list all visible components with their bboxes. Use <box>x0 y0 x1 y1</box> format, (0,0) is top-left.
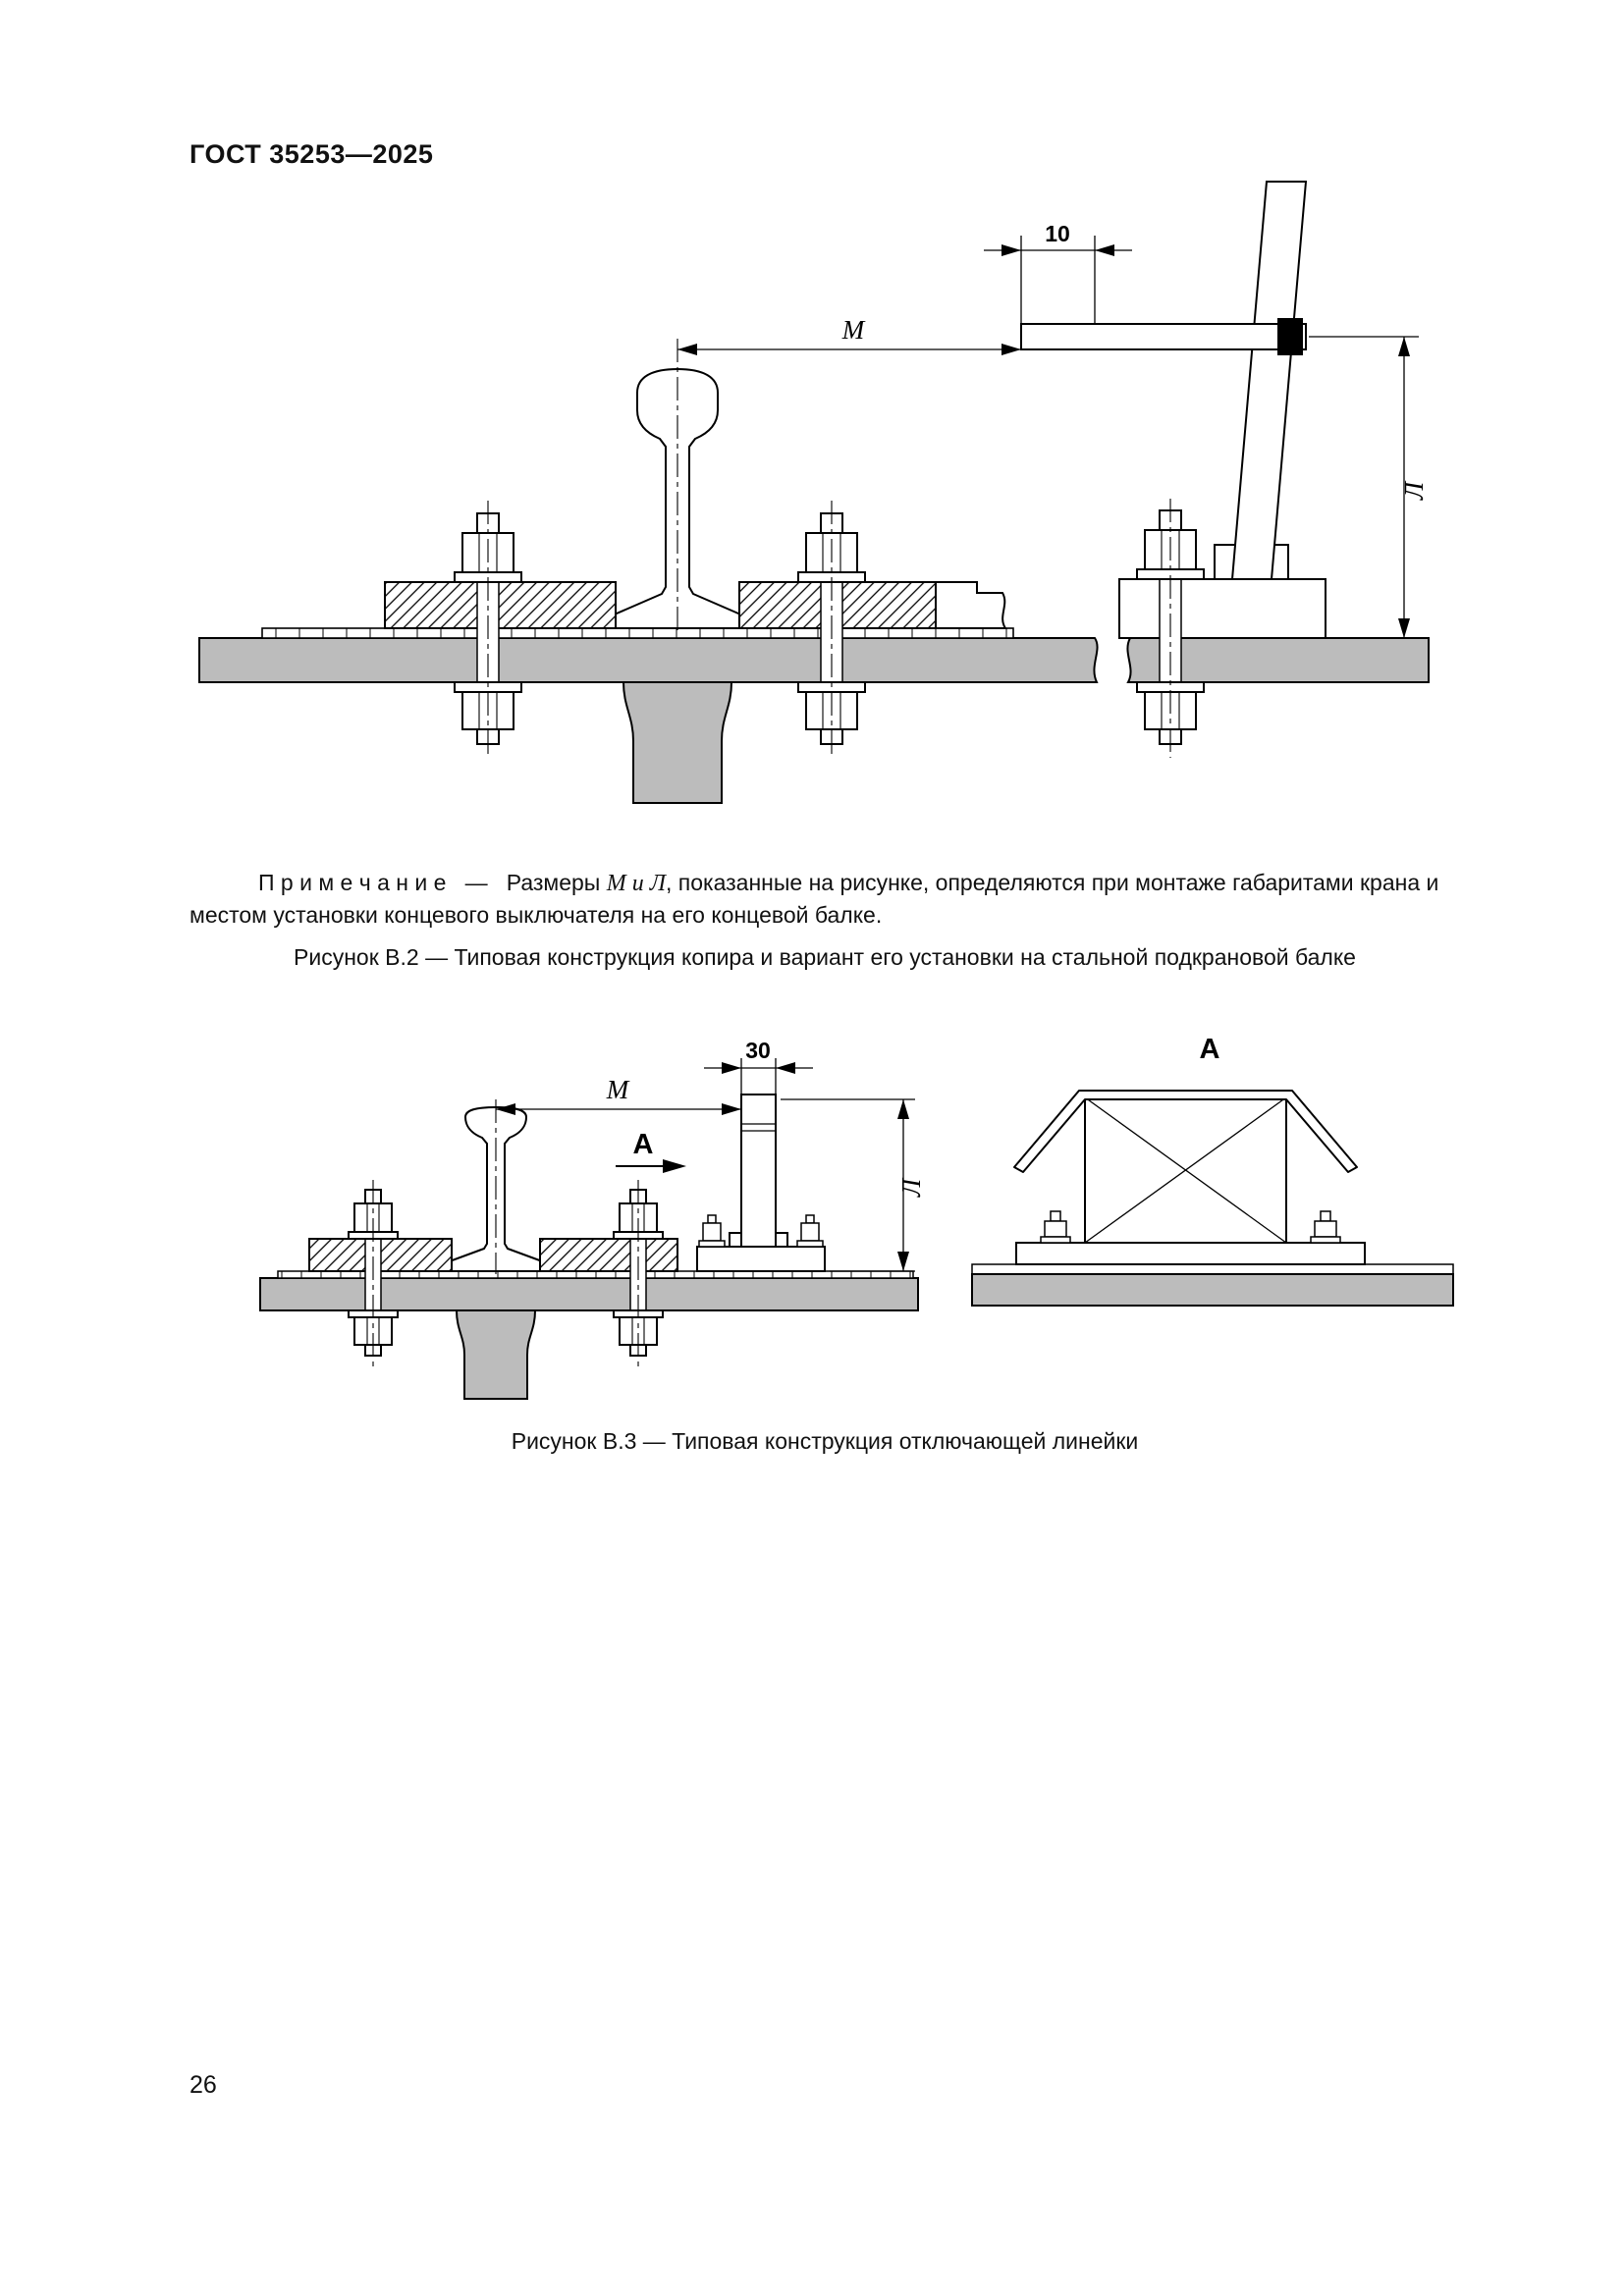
dim-label-30: 30 <box>745 1038 771 1063</box>
dimension-m-2: М <box>496 1075 741 1115</box>
dim-label-10: 10 <box>1045 221 1070 246</box>
cam-bracket <box>1020 181 1326 639</box>
beam-web-2 <box>455 1309 537 1400</box>
view-a-base-plate <box>1015 1242 1366 1265</box>
figure-b3-drawing: 30 М А Л А <box>259 1034 1454 1400</box>
view-arrow-label: А <box>633 1129 654 1160</box>
view-a-beam <box>971 1273 1454 1307</box>
bolt-assembly-2-left <box>348 1180 399 1366</box>
bolt-assembly-2-right <box>613 1180 664 1366</box>
cam-arm-bolt <box>1277 318 1303 355</box>
view-a-title: А <box>1200 1034 1220 1065</box>
dim-label-l-2: Л <box>896 1177 926 1198</box>
dimension-m: М <box>677 315 1021 355</box>
beam-web <box>622 681 733 804</box>
dim-label-l: Л <box>1399 480 1429 501</box>
bolt-assembly-middle <box>797 501 866 758</box>
dim-label-m-2: М <box>606 1075 630 1104</box>
sole-plate <box>261 627 1014 639</box>
view-a-ruler-plate <box>1013 1090 1358 1173</box>
note-text: П р и м е ч а н и е — Размеры М и Л, пок… <box>189 870 1439 929</box>
view-a-detail: А <box>971 1034 1454 1307</box>
tripping-ruler-post <box>696 1094 826 1272</box>
dim-label-m: М <box>841 315 866 345</box>
figure-b3-caption: Рисунок В.3 — Типовая конструкция отключ… <box>511 1428 1139 1454</box>
view-a-bolt-right <box>1310 1210 1341 1244</box>
dimension-l-2: Л <box>781 1098 926 1272</box>
figure-b2-drawing: 10 М Л <box>198 181 1430 804</box>
base-bolt-left <box>698 1214 726 1248</box>
bolt-assembly-left <box>454 501 522 758</box>
cam-arm <box>1020 323 1307 350</box>
view-direction-a: А <box>616 1129 686 1173</box>
document-title: ГОСТ 35253—2025 <box>189 139 434 169</box>
dimension-l: Л <box>1309 336 1429 638</box>
page-number: 26 <box>189 2071 217 2099</box>
view-a-beam-flange <box>971 1263 1454 1275</box>
dimension-30: 30 <box>704 1038 813 1095</box>
view-a-bolt-left <box>1040 1210 1071 1244</box>
note-label: П р и м е ч а н и е <box>258 870 447 895</box>
base-bolt-right <box>796 1214 824 1248</box>
figure-b2-caption: Рисунок В.2 — Типовая конструкция копира… <box>294 944 1356 970</box>
dimension-10: 10 <box>984 221 1132 324</box>
bolt-assembly-right <box>1136 499 1205 758</box>
crane-beam <box>198 627 1430 804</box>
